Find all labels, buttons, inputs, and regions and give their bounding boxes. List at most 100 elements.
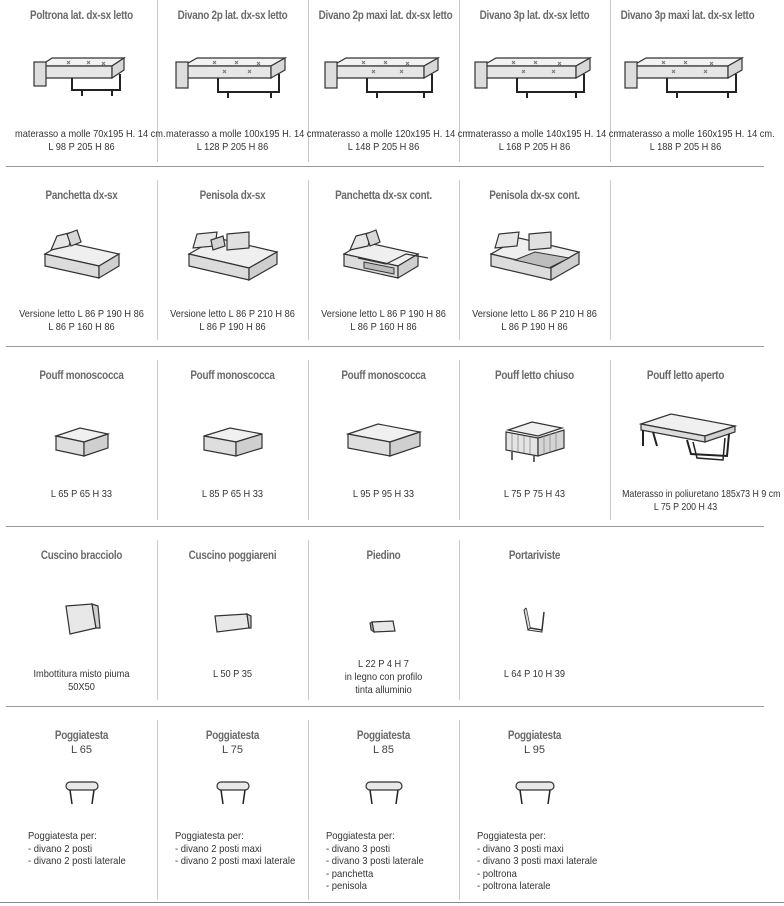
pouff-bed-closed-image xyxy=(459,416,610,466)
headrest-usage: - divano 3 posti maxi laterale xyxy=(477,855,598,867)
product-dimensions: L 85 P 65 H 33 xyxy=(201,488,264,500)
sofa-bed-image xyxy=(6,48,157,103)
product-spec: Versione letto L 86 P 190 H 86 xyxy=(321,308,446,320)
product-spec: materasso a molle 160x195 H. 14 cm. xyxy=(619,128,775,140)
product-poggiatesta-85: Poggiatesta L 85 Poggiatesta per: - diva… xyxy=(308,720,459,900)
row-headrests: Poggiatesta L 65 Poggiatesta per: - diva… xyxy=(0,720,770,900)
product-penisola: Penisola dx-sx Versione letto L 86 P 210… xyxy=(157,180,308,346)
product-dimensions: L 128 P 205 H 86 xyxy=(196,141,269,153)
product-divano-2p-maxi-letto: Divano 2p maxi lat. dx-sx letto materass… xyxy=(308,0,473,168)
product-dimensions: L 22 P 4 H 7 xyxy=(358,658,409,670)
product-dimensions: L 95 P 95 H 33 xyxy=(352,488,415,500)
product-dimensions: L 98 P 205 H 86 xyxy=(48,141,115,153)
product-title: Divano 2p lat. dx-sx letto xyxy=(177,10,288,22)
headrest-intro: Poggiatesta per: xyxy=(175,830,244,842)
penisola-image xyxy=(157,226,308,288)
product-poggiatesta-65: Poggiatesta L 65 Poggiatesta per: - diva… xyxy=(6,720,157,900)
product-pouff-letto-chiuso: Pouff letto chiuso L 75 P 75 H 43 xyxy=(459,360,610,526)
headrest-image xyxy=(308,778,459,810)
product-dimensions: L 86 P 160 H 86 xyxy=(48,321,115,333)
product-title: Portariviste xyxy=(508,550,561,562)
pouff-image xyxy=(6,422,157,462)
product-title: Divano 3p lat. dx-sx letto xyxy=(479,10,590,22)
product-title: Poggiatesta xyxy=(205,730,260,742)
headrest-usage: - divano 3 posti maxi xyxy=(477,842,564,855)
product-spec: Imbottitura misto piuma xyxy=(33,668,130,680)
foot-image xyxy=(308,618,459,636)
pouff-image xyxy=(157,422,308,462)
row-pouffs: Pouff monoscocca L 65 P 65 H 33 Pouff mo… xyxy=(0,360,781,526)
product-spec: materasso a molle 140x195 H. 14 cm. xyxy=(468,128,624,140)
row-accessories: Cuscino bracciolo Imbottitura misto pium… xyxy=(0,540,770,706)
product-dimensions: L 86 P 160 H 86 xyxy=(350,321,417,333)
product-dimensions: L 75 P 200 H 43 xyxy=(653,501,718,513)
product-title: Panchetta dx-sx cont. xyxy=(335,190,432,202)
product-dimensions: L 75 xyxy=(221,744,243,756)
magazine-rack-image xyxy=(459,604,610,638)
product-dimensions: L 86 P 190 H 86 xyxy=(501,321,568,333)
headrest-usage: - divano 3 posti laterale xyxy=(326,855,424,867)
panchetta-cont-image xyxy=(308,228,459,288)
headrest-usage: - divano 2 posti laterale xyxy=(28,855,126,867)
product-title: Pouff monoscocca xyxy=(39,370,124,382)
product-title: Divano 2p maxi lat. dx-sx letto xyxy=(318,10,453,22)
product-spec: Versione letto L 86 P 190 H 86 xyxy=(19,308,144,320)
product-title: Piedino xyxy=(366,550,401,562)
product-title: Pouff letto chiuso xyxy=(495,370,574,382)
product-poltrona-letto: Poltrona lat. dx-sx letto materasso a mo… xyxy=(6,0,166,168)
product-title: Pouff monoscocca xyxy=(190,370,275,382)
headrest-usage: - divano 3 posti xyxy=(326,842,391,855)
product-title: Panchetta dx-sx xyxy=(45,190,118,202)
product-title: Penisola dx-sx xyxy=(199,190,266,202)
back-cushion-image xyxy=(157,610,308,636)
product-dimensions: L 65 P 65 H 33 xyxy=(50,488,113,500)
product-penisola-cont: Penisola dx-sx cont. Versione letto L 86… xyxy=(459,180,610,346)
product-title: Poggiatesta xyxy=(356,730,411,742)
headrest-usage: - divano 2 posti maxi xyxy=(175,842,262,855)
product-dimensions: L 188 P 205 H 86 xyxy=(649,141,722,153)
product-cuscino-poggiareni: Cuscino poggiareni L 50 P 35 xyxy=(157,540,308,706)
product-portariviste: Portariviste L 64 P 10 H 39 xyxy=(459,540,610,706)
product-dimensions: 50X50 xyxy=(68,681,95,693)
product-title: Pouff monoscocca xyxy=(341,370,426,382)
product-dimensions: L 65 xyxy=(70,744,92,756)
product-dimensions: L 85 xyxy=(372,744,394,756)
headrest-usage: - penisola xyxy=(326,880,367,892)
headrest-image xyxy=(459,778,610,810)
product-dimensions: L 75 P 75 H 43 xyxy=(503,488,566,500)
headrest-intro: Poggiatesta per: xyxy=(477,830,546,842)
product-divano-3p-maxi-letto: Divano 3p maxi lat. dx-sx letto materass… xyxy=(610,0,775,168)
product-spec: Versione letto L 86 P 210 H 86 xyxy=(170,308,295,320)
product-panchetta: Panchetta dx-sx Versione letto L 86 P 19… xyxy=(6,180,157,346)
product-title: Pouff letto aperto xyxy=(646,370,725,382)
sofa-bed-image xyxy=(308,48,459,106)
panchetta-image xyxy=(6,228,157,288)
product-poggiatesta-95: Poggiatesta L 95 Poggiatesta per: - diva… xyxy=(459,720,610,900)
product-dimensions: L 95 xyxy=(523,744,545,756)
product-dimensions: L 148 P 205 H 86 xyxy=(347,141,420,153)
headrest-usage: - panchetta xyxy=(326,867,374,880)
product-dimensions: L 168 P 205 H 86 xyxy=(498,141,571,153)
headrest-usage: - divano 2 posti xyxy=(28,842,93,855)
product-panchetta-cont: Panchetta dx-sx cont. Versione letto L 8… xyxy=(308,180,459,346)
headrest-image xyxy=(6,778,157,810)
headrest-image xyxy=(157,778,308,810)
product-title: Cuscino bracciolo xyxy=(40,550,123,562)
penisola-cont-image xyxy=(459,226,610,288)
product-pouff-95: Pouff monoscocca L 95 P 95 H 33 xyxy=(308,360,459,526)
product-spec: materasso a molle 70x195 H. 14 cm. xyxy=(15,128,166,140)
headrest-intro: Poggiatesta per: xyxy=(326,830,395,842)
armrest-cushion-image xyxy=(6,600,157,640)
product-spec: Materasso in poliuretano 185x73 H 9 cm xyxy=(622,488,781,500)
product-dimensions: L 50 P 35 xyxy=(212,668,253,680)
product-dimensions: L 86 P 190 H 86 xyxy=(199,321,266,333)
product-title: Poggiatesta xyxy=(54,730,109,742)
sofa-bed-image xyxy=(610,48,761,106)
product-cuscino-bracciolo: Cuscino bracciolo Imbottitura misto pium… xyxy=(6,540,157,706)
product-divano-3p-letto: Divano 3p lat. dx-sx letto materasso a m… xyxy=(459,0,624,168)
product-pouff-letto-aperto: Pouff letto aperto Materasso in poliuret… xyxy=(610,360,781,526)
headrest-intro: Poggiatesta per: xyxy=(28,830,97,842)
product-spec: in legno con profilo xyxy=(344,671,423,683)
product-spec: materasso a molle 120x195 H. 14 cm. xyxy=(317,128,473,140)
sofa-bed-image xyxy=(157,48,308,106)
